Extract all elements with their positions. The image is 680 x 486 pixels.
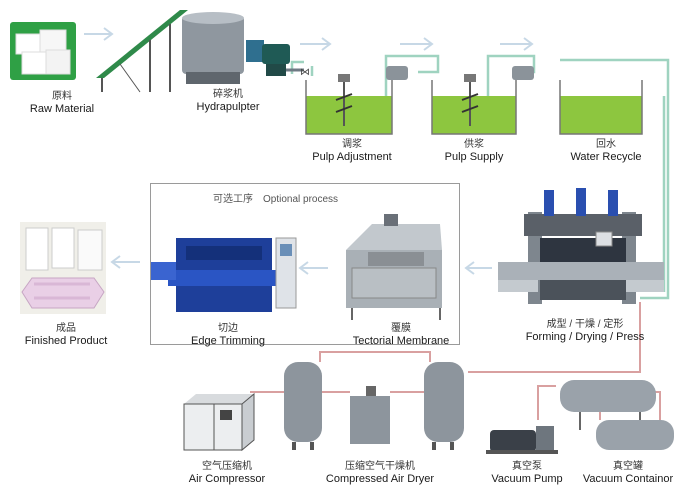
air-storage-tank [424, 362, 464, 450]
svg-text:⋈: ⋈ [300, 67, 310, 78]
finished-product-image [20, 222, 106, 314]
optional-process-en: Optional process [263, 194, 339, 205]
water-recycle-tank [559, 80, 643, 135]
optional-process-title: 可选工序 Optional process [213, 190, 348, 205]
forming-drying-press-machine [498, 188, 664, 304]
flow-arrow [298, 261, 328, 275]
optional-process-zh: 可选工序 [213, 194, 253, 205]
hydrapulpter-machine: ⋈ [182, 12, 310, 84]
flow-arrow [300, 37, 332, 51]
flow-arrow [400, 37, 434, 51]
flow-arrow [84, 27, 114, 41]
flow-arrow [500, 37, 534, 51]
air-storage-tank [284, 362, 322, 450]
air-compressor-machine [183, 392, 255, 452]
flow-arrows [84, 27, 534, 275]
vacuum-container-tank [560, 380, 674, 450]
vacuum-pump-machine [486, 426, 558, 454]
flow-arrow [110, 255, 140, 269]
flow-arrow [464, 261, 492, 275]
conveyor-belt [96, 10, 188, 93]
optional-process-frame [150, 183, 460, 345]
tectorial-membrane-machine [346, 214, 442, 320]
pulp-supply-tank [431, 66, 534, 135]
pulp-adjustment-tank [305, 66, 408, 135]
edge-trimming-machine [150, 237, 297, 312]
compressed-air-dryer-machine [350, 386, 390, 444]
raw-material-image [10, 22, 76, 80]
